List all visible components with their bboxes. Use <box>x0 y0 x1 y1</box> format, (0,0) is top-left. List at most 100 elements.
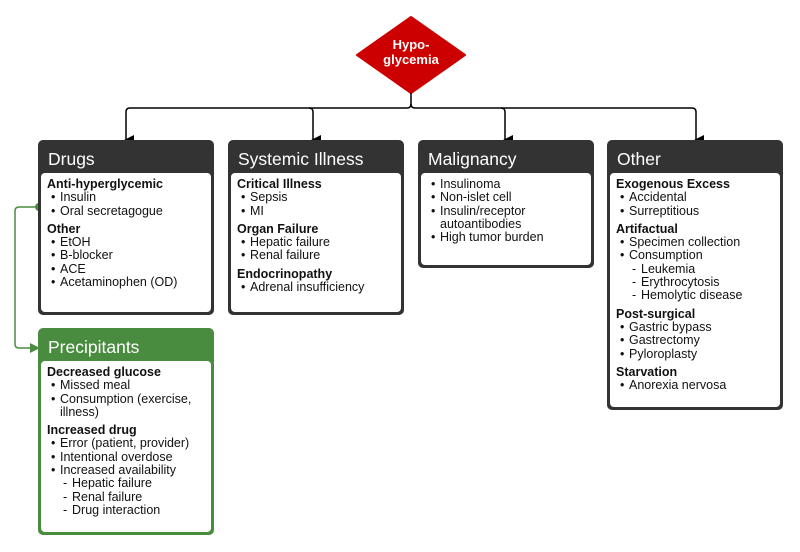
list-item: •Missed meal <box>47 378 205 393</box>
bullet-icon: • <box>431 177 436 191</box>
list-item-text: Error (patient, provider) <box>60 436 190 451</box>
bullet-icon: • <box>241 280 246 295</box>
dash-icon: - <box>632 275 637 290</box>
dash-icon: - <box>63 489 68 504</box>
section-heading: Decreased glucose <box>47 365 161 379</box>
root-label-line1: Hypo- <box>392 37 430 52</box>
bullet-icon: • <box>51 235 56 250</box>
list-item: • Specimen collection <box>616 235 774 250</box>
root-label-line2: glycemia <box>383 52 439 67</box>
section: Endocrinopathy•Adrenal insufficiency <box>237 267 395 295</box>
section-heading: Artifactual <box>616 221 678 236</box>
bullet-icon: • <box>241 190 246 205</box>
section-heading: Critical Illness <box>237 177 322 191</box>
list-item: • Pyloroplasty <box>616 346 774 361</box>
box-body: Anti-hyperglycemic•Insulin•Oral secretag… <box>41 173 211 312</box>
list-item: •Insulin/receptor autoantibodies <box>427 203 585 232</box>
section: Anti-hyperglycemic•Insulin•Oral secretag… <box>47 177 205 218</box>
list-item: -Drug interaction <box>47 502 205 517</box>
list-item: • Gastric bypass <box>616 319 774 334</box>
section: Other•EtOH•B-blocker•ACE•Acetaminophen (… <box>47 222 205 290</box>
list-item-text: Consumption (exercise, illness) <box>60 391 192 419</box>
list-item-text: B-blocker <box>60 248 113 263</box>
list-item: -Hemolytic disease <box>616 289 774 303</box>
bullet-icon: • <box>51 275 56 290</box>
list-item-text: Renal failure <box>72 489 143 504</box>
root-label: Hypo- glycemia <box>371 37 451 67</box>
edge-root-systemic <box>410 103 704 145</box>
list-item-text: Gastric bypass <box>629 319 712 334</box>
list-item-text: Drug interaction <box>72 502 161 517</box>
bullet-icon: • <box>431 230 436 245</box>
edge-drugs-precipitants <box>14 206 40 353</box>
list-item: •Consumption <box>616 248 774 263</box>
list-item-text: Specimen collection <box>629 235 741 250</box>
list-item-text: Oral secretagogue <box>60 203 163 218</box>
list-item-text: Accidental <box>629 190 687 205</box>
dash-icon: - <box>632 261 637 276</box>
section: Starvation•Anorexia nervosa <box>616 364 774 393</box>
section-heading: Post-surgical <box>616 306 696 321</box>
list-item-text: Hepatic failure <box>250 235 330 250</box>
section-heading: Increased drug <box>47 423 137 438</box>
bullet-icon: • <box>431 203 436 218</box>
list-item: •Surreptitious <box>616 204 774 218</box>
dash-icon: - <box>63 502 68 517</box>
list-item: • Renal failure <box>237 248 395 263</box>
list-item-text: Missed meal <box>60 378 131 393</box>
list-item: •ACE <box>47 261 205 276</box>
list-item-text: Increased availability <box>60 463 177 478</box>
list-item-text: Renal failure <box>250 248 321 263</box>
section-heading: Exogenous Excess <box>616 177 730 191</box>
list-item: •Anorexia nervosa <box>616 378 774 393</box>
list-item: -Erythrocytosis <box>616 275 774 290</box>
list-item-text: Pyloroplasty <box>629 346 698 361</box>
list-item-text: High tumor burden <box>440 230 544 245</box>
list-item: • EtOH <box>47 235 205 250</box>
box-title: Malignancy <box>428 149 517 169</box>
list-item: •Non-islet cell <box>427 190 585 205</box>
bullet-icon: • <box>241 248 246 263</box>
section: Increased drug • Error (patient, provider)… <box>47 423 205 517</box>
bullet-icon: • <box>241 203 246 218</box>
list-item-text: Non-islet cell <box>440 190 512 205</box>
section-heading: Organ Failure <box>237 221 319 236</box>
list-item-text: Insulin <box>60 190 97 205</box>
box-body: Decreased glucose•Missed meal•Consumptio… <box>41 361 211 532</box>
list-item: •B-blocker <box>47 248 205 263</box>
list-item-text: Consumption <box>629 248 703 263</box>
box-title: Other <box>617 149 661 169</box>
box-malignancy: Malignancy•Insulinoma•Non-islet cell•Ins… <box>418 140 594 268</box>
list-item: •Accidental <box>616 190 774 205</box>
box-title: Precipitants <box>48 337 140 357</box>
bullet-icon: • <box>620 235 625 250</box>
bullet-icon: • <box>620 319 625 334</box>
list-item-text: Erythrocytosis <box>641 275 720 290</box>
dash-icon: - <box>63 476 68 491</box>
bullet-icon: • <box>620 346 625 361</box>
list-item: • Acetaminophen (OD) <box>47 275 205 290</box>
edge-to-malignancy <box>500 107 513 145</box>
list-item-text: Adrenal insufficiency <box>250 280 365 295</box>
bullet-icon: • <box>51 190 56 205</box>
bullet-icon: • <box>620 378 625 393</box>
section: •Insulinoma•Non-islet cell•Insulin/recep… <box>427 177 585 245</box>
section: Post-surgical•Gastric bypass•Gastrectomy… <box>616 306 774 361</box>
section-heading: Anti-hyperglycemic <box>47 177 164 191</box>
list-item-text: Sepsis <box>250 190 288 205</box>
list-item: •MI <box>237 203 395 218</box>
list-item: •Consumption (exercise, illness) <box>47 391 205 420</box>
list-item-text: Acetaminophen (OD) <box>60 275 178 290</box>
list-item: • Sepsis <box>237 190 395 205</box>
list-item-text: Gastrectomy <box>629 333 700 348</box>
list-item-text: Leukemia <box>641 261 696 276</box>
bullet-icon: • <box>51 449 56 464</box>
list-item-text: ACE <box>60 261 86 276</box>
section-heading: Starvation <box>616 364 678 379</box>
list-item-text: EtOH <box>60 235 91 250</box>
bullet-icon: • <box>51 463 56 478</box>
